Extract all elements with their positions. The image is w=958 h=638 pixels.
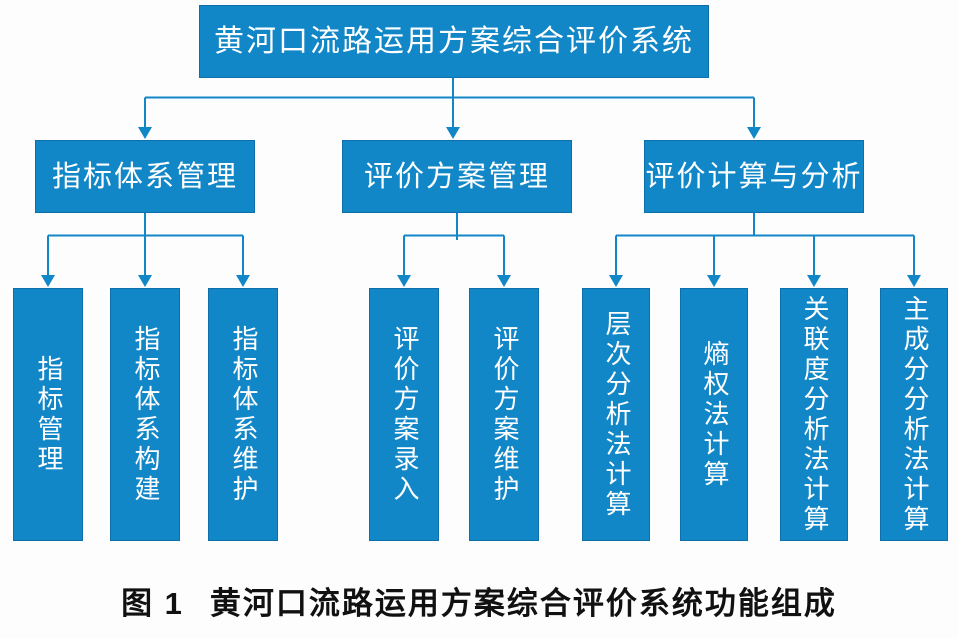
- node-root-system: 黄河口流路运用方案综合评价系统: [199, 5, 709, 78]
- node-branch-indicator-system-management: 指标体系管理: [35, 140, 255, 213]
- node-leaf-indicator-management: 指标管理: [13, 288, 83, 541]
- node-leaf-entropy-weight-calculation: 熵权法计算: [680, 288, 748, 541]
- node-leaf-indicator-system-maintenance: 指标体系维护: [208, 288, 278, 541]
- figure-title: 黄河口流路运用方案综合评价系统功能组成: [209, 586, 837, 621]
- node-leaf-ahp-calculation: 层次分析法计算: [582, 288, 650, 541]
- node-branch-evaluation-calculation-analysis: 评价计算与分析: [644, 140, 864, 213]
- node-branch-evaluation-plan-management: 评价方案管理: [342, 140, 572, 213]
- node-leaf-principal-component-calculation: 主成分分析法计算: [880, 288, 948, 541]
- node-leaf-indicator-system-construction: 指标体系构建: [110, 288, 180, 541]
- node-leaf-correlation-analysis-calculation: 关联度分析法计算: [780, 288, 848, 541]
- figure-number: 图 1: [121, 586, 184, 621]
- node-leaf-evaluation-plan-maintenance: 评价方案维护: [469, 288, 539, 541]
- node-leaf-evaluation-plan-entry: 评价方案录入: [369, 288, 439, 541]
- figure-caption: 图 1 黄河口流路运用方案综合评价系统功能组成: [0, 578, 958, 623]
